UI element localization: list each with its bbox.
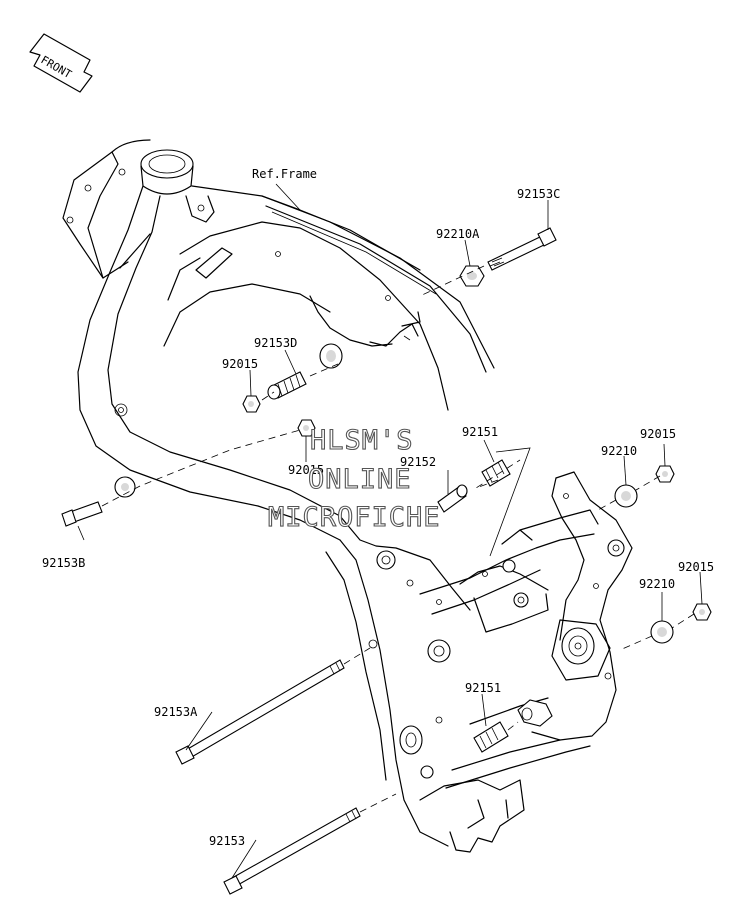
bolt-92153A: [175, 659, 345, 765]
label-92151-lower: 92151: [465, 681, 501, 695]
nut-92210A: [459, 265, 485, 287]
watermark-line-2: ONLINE: [308, 464, 412, 495]
watermark-line-3: MICROFICHE: [268, 502, 441, 533]
label-92153B: 92153B: [42, 556, 85, 570]
watermark-line-1: HLSM'S: [310, 425, 414, 456]
washer-92210-upper-right: [614, 484, 638, 508]
label-92015-right-low: 92015: [678, 560, 714, 574]
frame-assembly: [62, 139, 633, 853]
nut-92015-upper-right: [655, 465, 675, 483]
collar-92153D: [319, 343, 343, 369]
label-92153A: 92153A: [154, 705, 198, 719]
label-92015-right-top: 92015: [640, 427, 676, 441]
label-ref-frame: Ref.Frame: [252, 167, 317, 181]
adjuster-92151-upper: [481, 459, 511, 487]
front-arrow-icon: FRONT: [29, 33, 93, 93]
bolt-92153: [223, 807, 361, 895]
nut-92015-mid: [297, 419, 316, 437]
adjuster-92151-lower: [473, 721, 509, 753]
label-92015-upper: 92015: [222, 357, 258, 371]
adjuster-bolt-upper: [267, 371, 307, 400]
label-92151-upper: 92151: [462, 425, 498, 439]
nut-92015-lower-right: [692, 603, 712, 621]
leader-lines: [77, 183, 703, 879]
label-92210-right-low: 92210: [639, 577, 675, 591]
collar-92152: [437, 484, 468, 513]
label-92152: 92152: [400, 455, 436, 469]
label-92153: 92153: [209, 834, 245, 848]
label-92153D: 92153D: [254, 336, 297, 350]
label-92210-right-top: 92210: [601, 444, 637, 458]
label-92210A: 92210A: [436, 227, 480, 241]
label-92015-mid: 92015: [288, 463, 324, 477]
bolt-92153B: [61, 476, 136, 527]
steering-head: [140, 149, 194, 179]
front-arrow-label: FRONT: [39, 53, 75, 81]
washer-92210-lower-right: [650, 620, 674, 644]
nut-92015-upper: [242, 395, 261, 413]
bolt-92153C: [487, 227, 557, 271]
callout-labels: Ref.Frame 92153C 92210A 92153D 92015 920…: [42, 167, 714, 848]
watermark: HLSM'S ONLINE MICROFICHE: [267, 424, 441, 533]
label-92153C: 92153C: [517, 187, 560, 201]
